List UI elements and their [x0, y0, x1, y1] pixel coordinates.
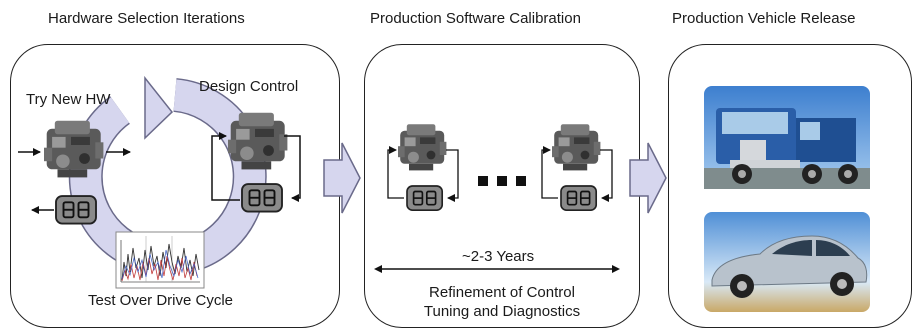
truck-image	[704, 86, 870, 189]
transition-arrow	[629, 142, 667, 214]
duration-arrow	[374, 265, 620, 273]
hardware-flow-arrows	[18, 132, 301, 214]
ecu-icon	[241, 183, 283, 213]
hardware-panel-title: Hardware Selection Iterations	[48, 10, 245, 27]
try-new-hw-label: Try New HW	[26, 91, 111, 108]
refinement-label-line1: Refinement of Control	[429, 284, 575, 301]
refinement-label-line2: Tuning and Diagnostics	[423, 303, 581, 320]
engine-icon	[44, 120, 104, 178]
duration-label: ~2-3 Years	[462, 248, 535, 265]
ecu-icon	[55, 195, 97, 225]
calibration-panel-title: Production Software Calibration	[370, 10, 581, 27]
transition-arrow	[323, 142, 361, 214]
ellipsis-dots	[478, 176, 526, 186]
release-panel-title: Production Vehicle Release	[672, 10, 856, 27]
drive-cycle-chart-image	[115, 231, 205, 289]
car-image	[704, 212, 870, 312]
test-drive-cycle-label: Test Over Drive Cycle	[88, 292, 234, 309]
calibration-loop-left	[387, 124, 459, 212]
engine-icon	[228, 112, 288, 170]
calibration-loop-right	[541, 124, 613, 212]
design-control-label: Design Control	[199, 78, 299, 95]
